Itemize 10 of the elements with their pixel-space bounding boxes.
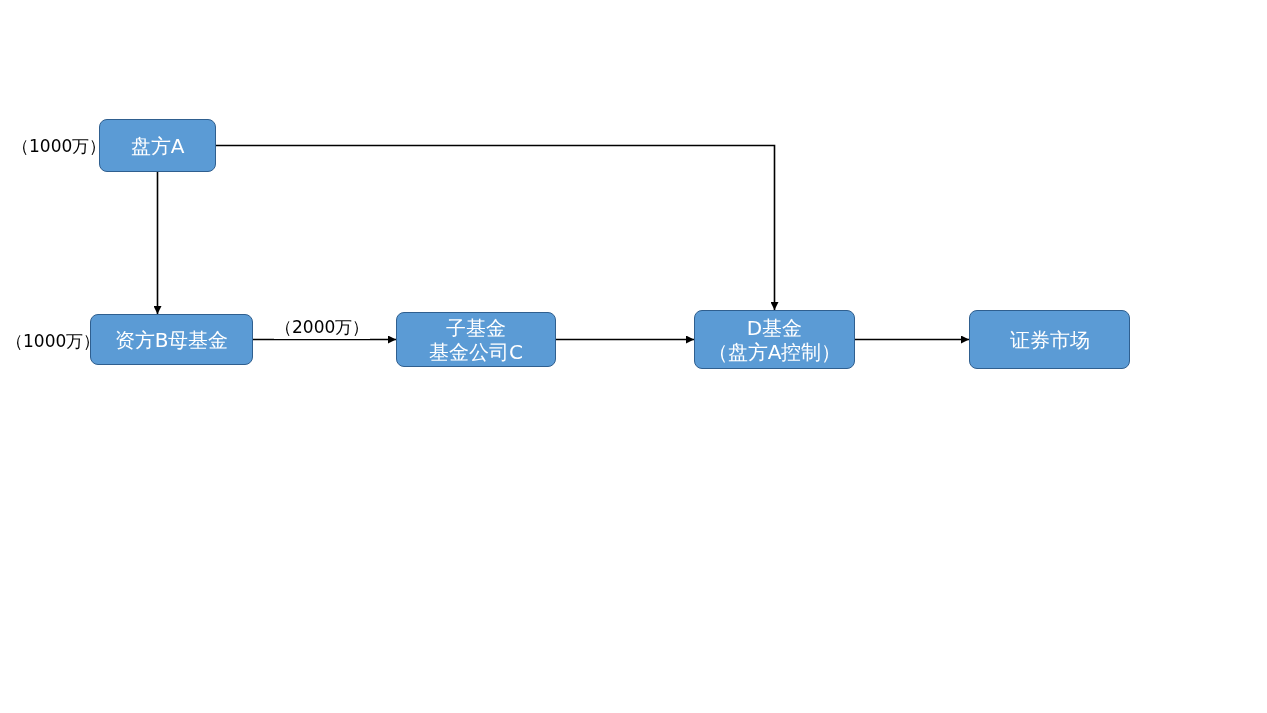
arrow [555, 335, 695, 344]
process-box: 子基金 基金公司C [396, 312, 556, 367]
process-box: 证券市场 [969, 310, 1130, 369]
arrow [252, 335, 397, 344]
process-box: 盘方A [99, 119, 216, 172]
arrow [215, 144, 779, 311]
process-box: 资方B母基金 [90, 314, 253, 365]
process-box: D基金 （盘方A控制） [694, 310, 855, 369]
arrow [153, 171, 162, 315]
arrow [854, 335, 970, 344]
